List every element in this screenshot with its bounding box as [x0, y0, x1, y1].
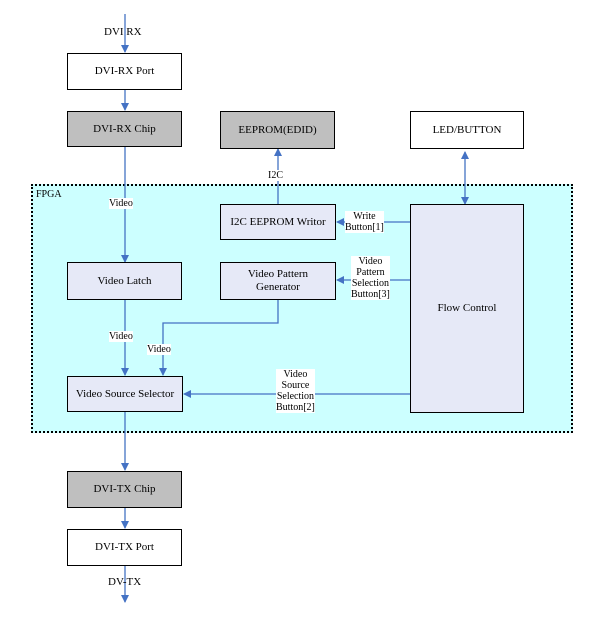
dvi-rx-chip-block: DVI-RX Chip [67, 111, 182, 147]
eeprom-block: EEPROM(EDID) [220, 111, 335, 149]
flow-control-block: Flow Control [410, 204, 524, 413]
video-latch-block: Video Latch [67, 262, 182, 300]
dvi-tx-chip-block: DVI-TX Chip [67, 471, 182, 508]
led-button-block: LED/BUTTON [410, 111, 524, 149]
video-label-1: Video [109, 198, 133, 209]
fpga-label: FPGA [36, 189, 62, 200]
pattern-to-selector-arrow [159, 300, 279, 376]
dvi-rx-label: DVI RX [104, 26, 142, 38]
dvi-tx-port-block: DVI-TX Port [67, 529, 182, 566]
video-label-3: Video [147, 344, 171, 355]
pattern-selection-label: Video Pattern Selection Button[3] [351, 256, 390, 300]
write-button-label: Write Button[1] [345, 211, 384, 233]
dv-tx-label: DV-TX [108, 576, 142, 588]
i2c-writer-block: I2C EEPROM Writor [220, 204, 336, 240]
dvi-rx-port-block: DVI-RX Port [67, 53, 182, 90]
video-label-2: Video [109, 331, 133, 342]
pattern-generator-block: Video Pattern Generator [220, 262, 336, 300]
source-selection-label: Video Source Selection Button[2] [276, 369, 315, 413]
source-selector-block: Video Source Selector [67, 376, 183, 412]
i2c-label: I2C [268, 170, 283, 181]
